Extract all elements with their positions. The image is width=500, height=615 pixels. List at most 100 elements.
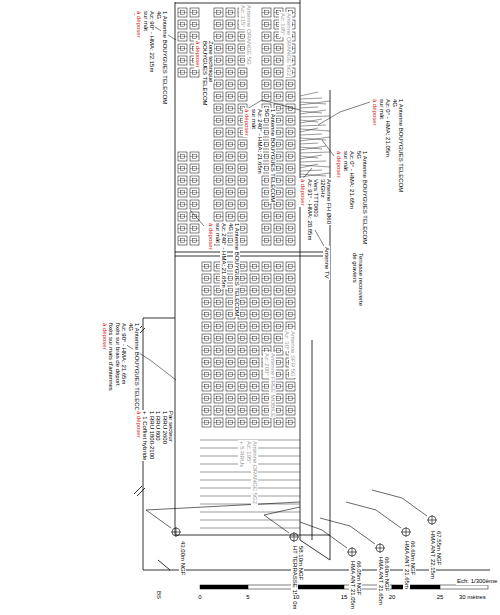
drawing-stroke [200,480,300,481]
drawing-stroke [202,286,211,295]
drawing-stroke [274,278,283,279]
drawing-stroke [262,322,271,331]
drawing-stroke [190,8,199,17]
drawing-stroke [178,20,187,29]
drawing-stroke [226,188,235,197]
drawing-stroke [190,168,199,169]
drawing-stroke [226,382,235,391]
drawing-stroke [226,188,235,197]
drawing-stroke [238,410,247,411]
drawing-stroke [214,406,223,415]
annotation-text: Az: 240° - HMA: 21.65m [257,108,264,175]
drawing-stroke [226,382,235,391]
wall-line [175,3,300,4]
drawing-stroke [202,418,211,427]
drawing-stroke [262,278,271,279]
drawing-stroke [226,92,235,101]
scale-text: 20 [388,594,397,601]
break-mark [134,486,142,494]
drawing-stroke [274,302,283,303]
drawing-stroke [274,274,283,283]
drawing-stroke [286,152,295,161]
drawing-stroke [190,212,199,221]
drawing-stroke [238,92,247,101]
drawing-stroke [190,20,199,29]
drawing-stroke [250,410,259,411]
drawing-stroke [286,216,295,217]
drawing-stroke [202,406,211,415]
drawing-stroke [250,358,259,367]
drawing-stroke [226,144,235,145]
drawing-stroke [286,176,295,185]
drawing-stroke [262,12,271,13]
annotation-text: Az: 30° [283,330,290,351]
drawing-stroke [286,212,295,221]
drawing-stroke [286,188,295,197]
drawing-stroke [274,236,283,245]
drawing-stroke [286,274,295,283]
drawing-stroke [238,152,247,161]
drawing-stroke [226,176,235,185]
drawing-stroke [214,60,223,61]
drawing-stroke [286,176,295,185]
drawing-stroke [214,152,223,161]
ground-line [143,570,490,571]
drawing-stroke [286,200,295,209]
annotation-text: à déposer [195,40,202,69]
drawing-stroke [178,48,187,49]
annotation-text: 1 Antenne BOUYGUES TELECOM [234,222,241,317]
annotation-text: sur mât [142,10,149,32]
drawing-stroke [214,310,223,319]
drawing-stroke [238,212,247,221]
drawing-stroke [190,156,199,157]
drawing-stroke [274,290,283,291]
drawing-stroke [262,212,271,221]
drawing-stroke [262,322,271,331]
drawing-stroke [238,350,247,351]
drawing-stroke [178,32,187,41]
drawing-stroke [238,72,247,73]
drawing-stroke [286,398,295,399]
break-mark [137,488,145,496]
drawing-stroke [300,116,330,117]
drawing-stroke [262,236,271,245]
drawing-stroke [214,418,223,427]
drawing-stroke [262,334,271,343]
drawing-stroke [146,502,300,537]
drawing-stroke [274,60,283,61]
drawing-stroke [226,36,235,37]
drawing-stroke [238,176,247,185]
drawing-stroke [286,422,295,423]
drawing-stroke [286,310,295,319]
annotation-text: sur mât [342,150,349,172]
drawing-stroke [238,144,247,145]
drawing-stroke [250,346,259,355]
drawing-stroke [286,410,295,411]
drawing-stroke [274,310,283,319]
drawing-stroke [178,224,187,233]
drawing-stroke [202,326,211,327]
drawing-stroke [202,386,211,387]
drawing-stroke [202,398,211,399]
drawing-stroke [262,262,271,271]
drawing-stroke [226,20,235,29]
drawing-stroke [286,386,295,387]
drawing-stroke [202,394,211,403]
annotation-text: 5G [355,150,362,160]
annotation-text: à déposer [300,178,307,207]
drawing-stroke [262,266,271,267]
drawing-stroke [202,374,211,375]
drawing-stroke [226,96,235,97]
annotation-text: fixés sur bras de déport [114,322,121,387]
drawing-stroke [274,240,283,241]
drawing-stroke [190,164,199,173]
drawing-stroke [178,204,187,205]
annotation-text: 1 Antenne BOUYGUES TELECOM [362,150,369,245]
drawing-stroke [250,310,259,319]
drawing-stroke [262,274,271,283]
annotation-text: HMA ANT 21.05m [349,560,356,610]
drawing-stroke [274,314,283,315]
drawing-stroke [250,286,259,295]
drawing-stroke [238,382,247,391]
